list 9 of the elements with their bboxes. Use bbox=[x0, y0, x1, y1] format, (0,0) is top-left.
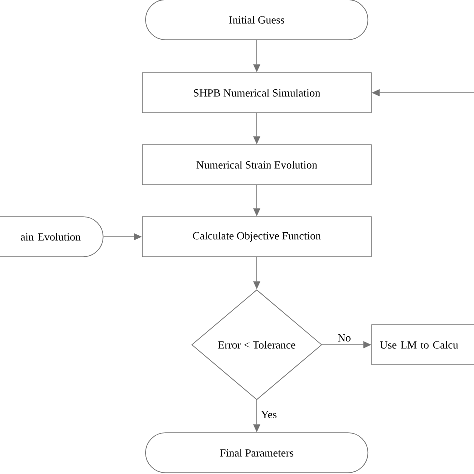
terminator-box: Initial Guess bbox=[145, 0, 369, 40]
edge-label: Yes bbox=[261, 411, 277, 419]
terminator-box: Final Parameters bbox=[145, 432, 369, 474]
process-box: Use LM to Calcu bbox=[372, 324, 474, 366]
process-box: Calculate Objective Function bbox=[142, 216, 372, 258]
process-box: SHPB Numerical Simulation bbox=[142, 72, 372, 114]
process-box: Numerical Strain Evolution bbox=[142, 144, 372, 186]
terminator-box: ain Evolution bbox=[0, 216, 104, 258]
edge-label: No bbox=[338, 334, 351, 342]
